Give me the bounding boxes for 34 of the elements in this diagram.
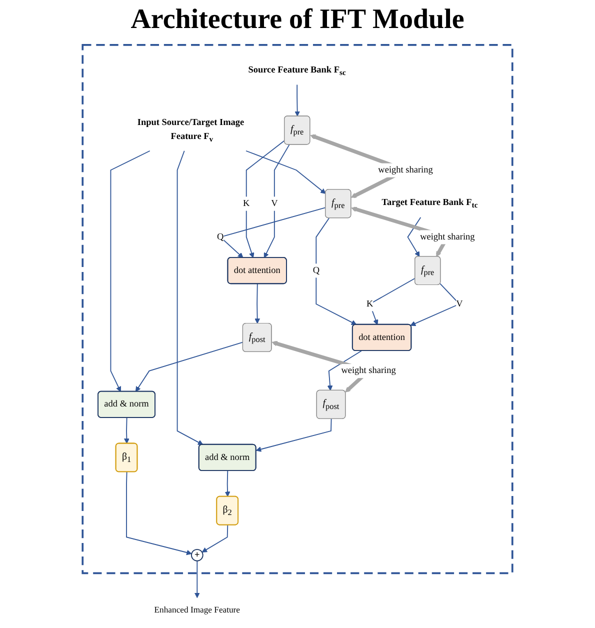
arrow <box>124 417 130 444</box>
node-circle: + <box>190 548 204 562</box>
arrow <box>316 218 357 325</box>
edge-label: K <box>366 298 374 309</box>
arrow <box>264 144 290 258</box>
cluster <box>82 44 514 574</box>
arrow <box>407 216 422 257</box>
arrow <box>294 84 300 116</box>
edge-label: Q <box>312 265 320 276</box>
arrow <box>176 150 204 445</box>
arrow <box>194 560 200 598</box>
arrow <box>327 350 362 391</box>
arrow <box>369 278 416 325</box>
node-text: Input Source/Target Image Feature F$_{v}$ <box>137 117 244 144</box>
node-text: Enhanced Image Feature <box>154 606 240 616</box>
edge-label: V <box>271 198 278 208</box>
arrow <box>246 150 326 194</box>
edge-label: weight sharing <box>341 366 396 376</box>
node-text: Target Feature Bank F$_{tc}$ <box>382 198 478 210</box>
edge-label: V <box>456 298 463 309</box>
arrow <box>135 342 244 392</box>
arrow <box>254 283 260 324</box>
diagram-title: Architecture of IFT Module <box>130 3 466 37</box>
edge-label: weight sharing <box>378 165 433 175</box>
node-text: Source Feature Bank F$_{sc}$ <box>248 65 346 77</box>
arrow <box>126 472 192 556</box>
edge-label: weight sharing <box>420 232 475 242</box>
arrow <box>246 140 286 258</box>
arrow <box>256 418 332 452</box>
arrow <box>202 524 228 552</box>
arrow <box>224 470 230 497</box>
arrow <box>110 150 150 392</box>
edge-label: Q <box>217 232 224 242</box>
edge-label: K <box>243 198 250 208</box>
